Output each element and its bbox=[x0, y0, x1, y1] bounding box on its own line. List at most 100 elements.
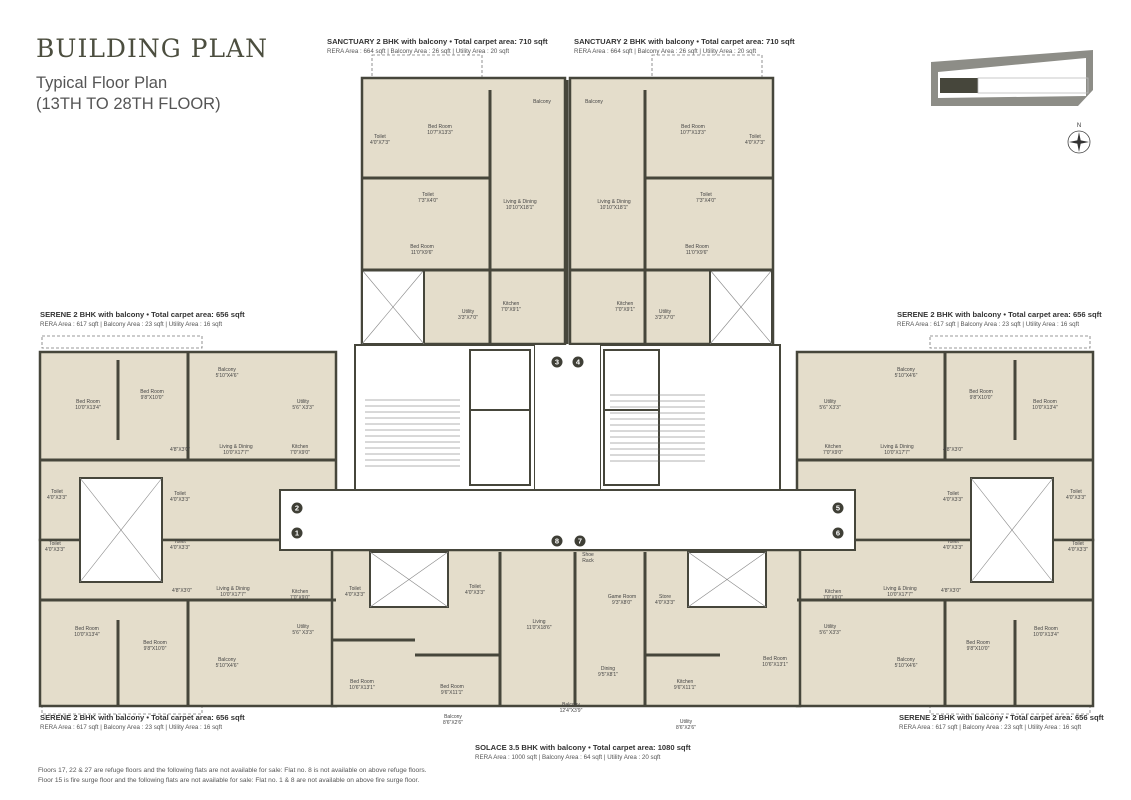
room-name: Bed Room bbox=[440, 684, 464, 690]
room-dimensions: 4'0"X3'3" bbox=[345, 592, 365, 598]
room-name: Toilet bbox=[947, 491, 959, 497]
room-name: Balcony bbox=[897, 657, 915, 663]
room-name: Bed Room bbox=[681, 124, 705, 130]
room-name: Kitchen bbox=[676, 679, 694, 685]
flat-number-badge: 4 bbox=[572, 356, 584, 368]
room-label: Balcony bbox=[585, 99, 603, 105]
room-name: Toilet bbox=[422, 192, 434, 198]
unit-details-serene-bottom-left: RERA Area : 617 sqft | Balcony Area : 23… bbox=[40, 724, 223, 731]
unit-title-sanctuary-right: SANCTUARY 2 BHK with balcony • Total car… bbox=[574, 37, 795, 46]
room-dimensions: 10'0"X17'7" bbox=[223, 450, 249, 456]
room-name: Balcony bbox=[897, 367, 915, 373]
room-name: Bed Room bbox=[350, 679, 374, 685]
room-name: Living & Dining bbox=[216, 586, 250, 592]
room-name: Dining bbox=[600, 666, 616, 672]
room-dimensions: 4'8"X3'0" bbox=[943, 447, 963, 453]
unit-details-serene-bottom-right: RERA Area : 617 sqft | Balcony Area : 23… bbox=[899, 724, 1082, 731]
room-name: Toilet bbox=[1072, 541, 1084, 547]
room-name: Bed Room bbox=[140, 389, 164, 395]
room-name: Toilet bbox=[51, 489, 63, 495]
compass-icon: N bbox=[1067, 123, 1091, 154]
room-dimensions: 10'0"X13'4" bbox=[1032, 405, 1058, 411]
room-name: Utility bbox=[823, 399, 837, 405]
room-name: Utility bbox=[658, 309, 672, 315]
room-name: Kitchen bbox=[616, 301, 634, 307]
room-label: 4'8"X3'0" bbox=[170, 447, 190, 453]
room-dimensions: 4'0"X3'3" bbox=[1066, 495, 1086, 501]
room-name: Kitchen bbox=[824, 444, 842, 450]
room-label: 4'8"X3'0" bbox=[172, 588, 192, 594]
room-dimensions: 7'3"X4'0" bbox=[696, 198, 716, 204]
room-label: 4'8"X3'0" bbox=[943, 447, 963, 453]
room-dimensions: 8'6"X2'6" bbox=[443, 720, 463, 726]
room-name: Store bbox=[659, 594, 671, 600]
room-name: Toilet bbox=[174, 491, 186, 497]
room-dimensions: 4'0"X3'3" bbox=[655, 600, 675, 606]
room-name: Toilet bbox=[49, 541, 61, 547]
room-name: Toilet bbox=[174, 539, 186, 545]
room-dimensions: 10'10"X18'1" bbox=[505, 205, 535, 211]
room-dimensions: 9'6"X11'1" bbox=[440, 690, 464, 696]
room-name: Living & Dining bbox=[883, 586, 917, 592]
room-name: Kitchen bbox=[291, 589, 309, 595]
flat-number-badge: 3 bbox=[551, 356, 563, 368]
room-name: Toilet bbox=[469, 584, 481, 590]
unit-details-solace: RERA Area : 1000 sqft | Balcony Area : 6… bbox=[475, 754, 661, 761]
staircase bbox=[365, 394, 705, 467]
flat-number-badge: 6 bbox=[832, 527, 844, 539]
unit-title-serene-top-left: SERENE 2 BHK with balcony • Total carpet… bbox=[40, 310, 245, 319]
room-dimensions: 7'0"X9'1" bbox=[501, 307, 521, 313]
room-dimensions: 3'3"X7'0" bbox=[458, 315, 478, 321]
room-dimensions: 10'6"X13'1" bbox=[349, 685, 375, 691]
unit-details-sanctuary-left: RERA Area : 664 sqft | Balcony Area : 26… bbox=[327, 48, 510, 55]
flat-number-badge: 8 bbox=[551, 535, 563, 547]
unit-details-serene-top-left: RERA Area : 617 sqft | Balcony Area : 23… bbox=[40, 321, 223, 328]
room-dimensions: 4'0"X7'3" bbox=[745, 140, 765, 146]
room-name: Bed Room bbox=[1033, 399, 1057, 405]
room-name: Toilet bbox=[374, 134, 386, 140]
room-dimensions: 7'0"X9'0" bbox=[290, 595, 310, 601]
unit-details-serene-top-right: RERA Area : 617 sqft | Balcony Area : 23… bbox=[897, 321, 1080, 328]
room-name: Toilet bbox=[700, 192, 712, 198]
room-name: Utility bbox=[679, 719, 693, 725]
room-name: Bed Room bbox=[1034, 626, 1058, 632]
note-fire-surge-floor: Floor 15 is fire surge floor and the fol… bbox=[38, 777, 420, 784]
room-dimensions: 10'7"X13'3" bbox=[427, 130, 453, 136]
room-dimensions: 10'0"X13'4" bbox=[1033, 632, 1059, 638]
shaft-crosses bbox=[79, 269, 1054, 608]
room-label: 4'8"X3'0" bbox=[941, 588, 961, 594]
compass-north-label: N bbox=[1077, 123, 1081, 129]
room-dimensions: 5'6" X3'3" bbox=[819, 405, 841, 411]
room-dimensions: 9'8"X10'0" bbox=[969, 395, 993, 401]
key-plan-highlighted-wing bbox=[940, 78, 978, 93]
room-name: Balcony bbox=[444, 714, 462, 720]
flat-number-badge: 7 bbox=[574, 535, 586, 547]
